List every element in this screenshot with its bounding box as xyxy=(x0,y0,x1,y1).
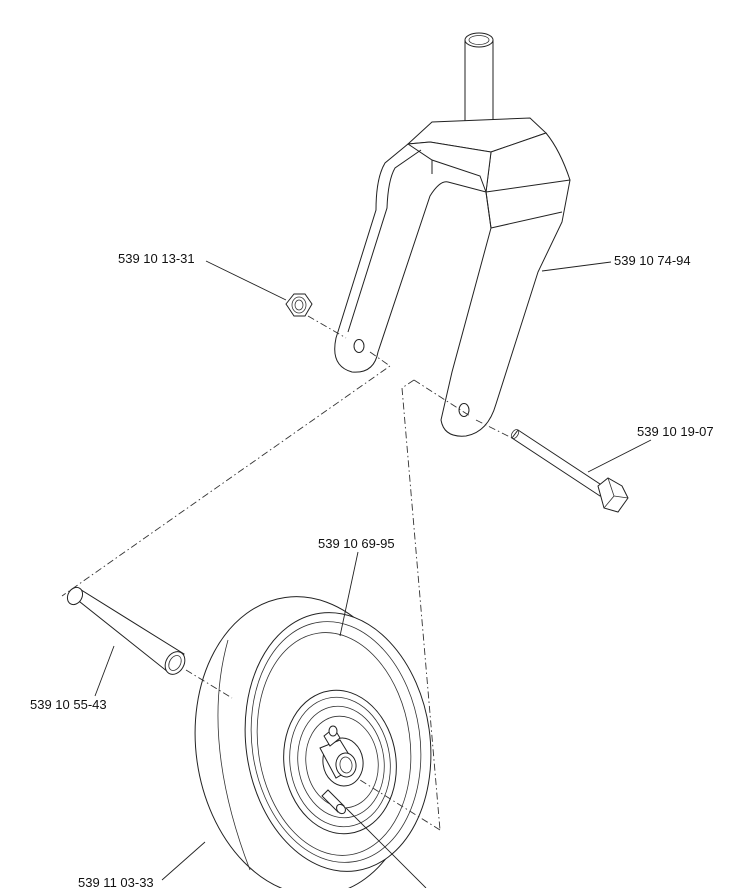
lock-nut xyxy=(285,293,313,317)
label-part-bolt: 539 10 19-07 xyxy=(637,424,714,439)
axle-bolt xyxy=(510,429,629,513)
label-part-tire: 539 10 69-95 xyxy=(318,536,395,551)
leader-lines xyxy=(94,260,652,888)
fork-left-hole xyxy=(353,339,365,353)
wheel-and-tire xyxy=(194,596,432,888)
spacer-tube xyxy=(66,586,186,675)
valve-stem xyxy=(321,789,346,815)
label-part-wheel: 539 11 03-33 xyxy=(78,875,154,888)
assembly-center-lines xyxy=(61,315,513,831)
caster-fork xyxy=(334,32,571,437)
label-part-fork: 539 10 74-94 xyxy=(614,253,691,268)
label-part-nut: 539 10 13-31 xyxy=(118,251,195,266)
fork-left-arm xyxy=(334,141,492,373)
label-part-spacer: 539 10 55-43 xyxy=(30,697,107,712)
fork-right-arm xyxy=(440,132,571,437)
grease-fitting xyxy=(323,725,341,747)
